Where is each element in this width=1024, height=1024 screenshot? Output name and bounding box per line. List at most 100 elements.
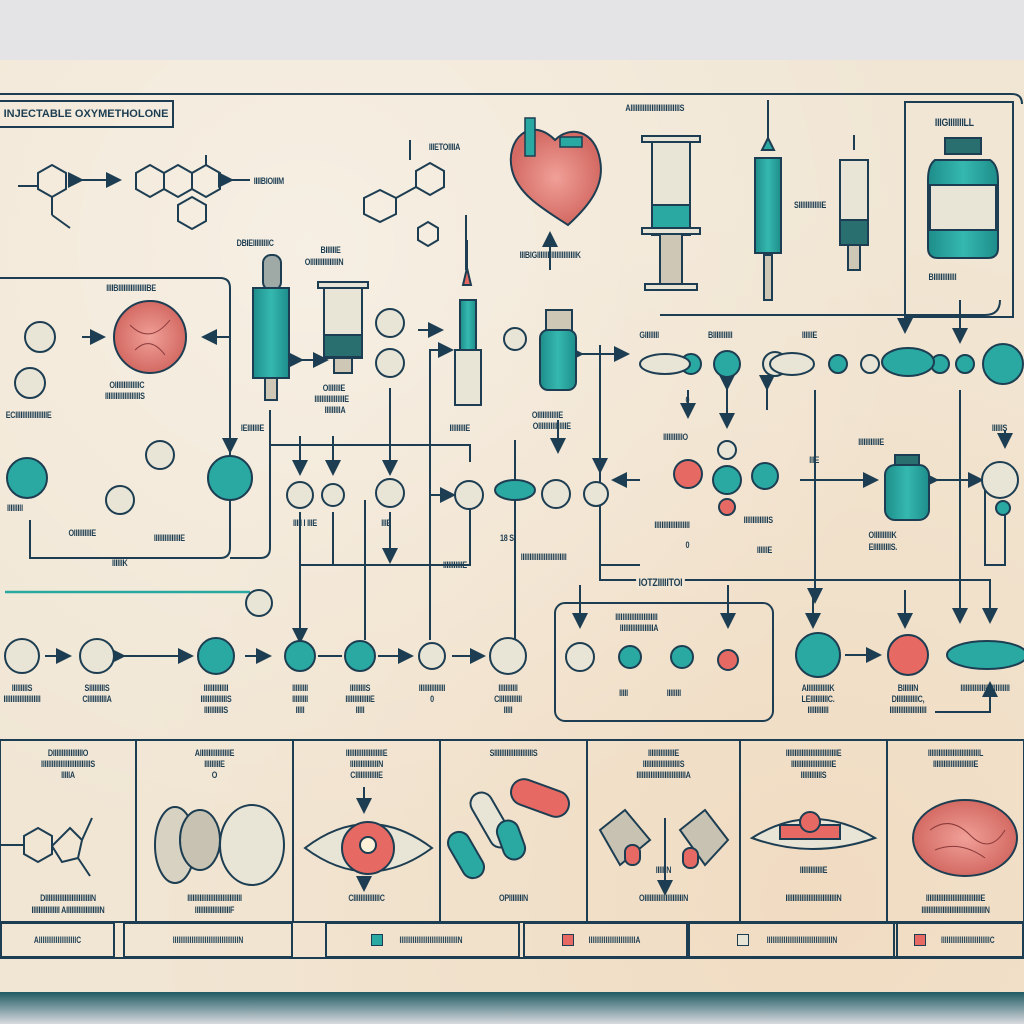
legend-label: IIIIIIIIIIIIIIIIIIIIIIIIIIC bbox=[940, 935, 995, 945]
molecule-2-sublabel: DBIEIIIIIIIIIC bbox=[236, 238, 274, 248]
vial2-label-1: OIIIIIIIIIIIIE bbox=[531, 410, 563, 420]
sequence-node-label: IIIII bbox=[503, 705, 513, 715]
node-circle bbox=[454, 480, 484, 510]
node-circle bbox=[207, 455, 253, 501]
right-node-label: IIIIIIIIIIII bbox=[807, 705, 829, 715]
right-small-label-8: IIIIIIE bbox=[756, 545, 773, 555]
legend-item: IIIIIIIIIIIIIIIIIIIIIIIIIIC bbox=[893, 922, 1024, 958]
sequence-node-label: IIIIIIIIIIIS bbox=[204, 705, 228, 715]
syringe-header: AIIIIIIIIIIIIIIIIIIIIIIIIIIIIS bbox=[625, 103, 685, 113]
bottom-panel-title: IIIIIIIIIIIIIIIIIIIIIIIIIIIIIE bbox=[785, 748, 842, 758]
benzene-ring-icon bbox=[37, 163, 67, 199]
node-circle bbox=[541, 479, 571, 509]
injector-icon-mid bbox=[454, 240, 482, 406]
vial-box bbox=[904, 101, 1014, 318]
sequence-node-label: CIIIIIIIIIIIA bbox=[82, 694, 112, 704]
molecule-2-label: IIIIBIOIIIM bbox=[253, 176, 284, 186]
syringe2-label-2: OIIIIIIIIIIIIIIIIN bbox=[304, 257, 344, 267]
right-node-label: DIIIIIIIIIIIIC, bbox=[891, 694, 925, 704]
heart-icon bbox=[509, 117, 602, 227]
legend-item: AIIIIIIIIIIIIIIIIIIIIC bbox=[0, 922, 115, 958]
legend-label: IIIIIIIIIIIIIIIIIIIIIIIIIIIIIIIN bbox=[399, 935, 463, 945]
bottom-panel-title: AIIIIIIIIIIIIIIIIIE bbox=[194, 748, 235, 758]
sequence-node-label: IIIIIIIIIIIIII bbox=[203, 683, 229, 693]
node-circle bbox=[565, 642, 595, 672]
right-small-label-3: 0 bbox=[685, 540, 690, 550]
right-node-label: LEIIIIIIIIIIC. bbox=[801, 694, 835, 704]
node-circle bbox=[717, 440, 737, 460]
node-circle bbox=[887, 634, 929, 676]
molecule-3-label: IIIETOIIIIA bbox=[428, 142, 461, 152]
bottle-icon-right bbox=[884, 454, 930, 521]
syringe-icon-small bbox=[317, 281, 369, 374]
heart-label: IIIBIGIIIIIIIIIIIIIIIIIIIIIIK bbox=[519, 250, 581, 260]
section-box-title: IOTZIIIIITOI bbox=[636, 578, 685, 589]
bottom-panel-caption: DIIIIIIIIIIIIIIIIIIIIIIIIIIN bbox=[40, 893, 96, 903]
vial-icon-mid bbox=[539, 309, 577, 391]
syringe2-caption-3: IIIIIIIIIA bbox=[324, 405, 346, 415]
right-node-label: IIIIIIIIIIIIIIIIIIIII bbox=[889, 705, 927, 715]
section-box bbox=[554, 602, 774, 722]
sequence-node-label: SIIIIIIIIIS bbox=[84, 683, 110, 693]
bottom-panel-title: SIIIIIIIIIIIIIIIIIIIIIIS bbox=[489, 748, 538, 758]
vial2-label-2: OIIIIIIIIIIIIIIIIE bbox=[532, 421, 571, 431]
section-box-header-1: IIIIIIIIIIIIIIIIIIIIIIII bbox=[615, 612, 658, 622]
node-circle bbox=[751, 462, 779, 490]
pill-shape bbox=[769, 352, 815, 376]
pill-label: IIIIIIIIIIIIIIIE bbox=[153, 533, 185, 543]
sequence-node-label: IIIIIIIII bbox=[292, 683, 308, 693]
vial-box-caption: BIIIIIIIIIIIII bbox=[928, 272, 957, 282]
sequence-node-label: IIIIIIIIIS bbox=[11, 683, 33, 693]
right-small-label-2: 0 bbox=[685, 395, 690, 405]
node-circle bbox=[955, 354, 975, 374]
node-circle bbox=[105, 485, 135, 515]
right-node-label: AIIIIIIIIIIIIIK bbox=[801, 683, 835, 693]
bottle-caption-1: OIIIIIIIIIIK bbox=[868, 530, 897, 540]
pill-shape bbox=[494, 479, 536, 501]
right-node-label: IIIIIIIIIIIIIIIIIIIIIIIIIIII bbox=[960, 683, 1010, 693]
bottom-panel-caption: IIIIIIIIIIIIIIIIIIIIIIIIIIIIIIIIIIIIN bbox=[921, 905, 990, 915]
sequence-node-label: IIIIIIIIIS bbox=[349, 683, 371, 693]
bottom-panel-title: O bbox=[211, 770, 218, 780]
pill-shape bbox=[639, 353, 691, 375]
node-circle bbox=[995, 500, 1011, 516]
sequence-node-label: IIIIIIIIIIIIIIE bbox=[345, 694, 375, 704]
bottom-panel-title: IIIIIIIIIIIIIIIE bbox=[648, 748, 679, 758]
pen-label: IEIIIIIIIE bbox=[240, 423, 265, 433]
brain-label-1: OIIIIIIIIIIIIIIC bbox=[109, 380, 145, 390]
node-circle bbox=[489, 637, 527, 675]
node-circle bbox=[24, 321, 56, 353]
sequence-node-label: IIIIIIIIIIIIIIIS bbox=[200, 694, 232, 704]
sequence-node-label: 0 bbox=[430, 694, 434, 704]
sequence-node-label: IIIIIIIIIIIIIIIIIIIII bbox=[3, 694, 41, 704]
bottom-panel-caption: IIIIIIIIIIIIIIIIIIIIF bbox=[194, 905, 235, 915]
bottom-panel-sub: IIIIIIIIIIIIIE bbox=[799, 865, 828, 875]
bottom-panel-title: IIIIIIIIIIIIIIIIIIIIIE bbox=[345, 748, 388, 758]
brain-label-2: IIIIIIIIIIIIIIIIIIIIS bbox=[104, 391, 145, 401]
bottom-panel-caption: OPIIIIIIIIN bbox=[499, 893, 528, 903]
right-small-label-7: IIIIIIIIIIIIIIIIIIII bbox=[654, 520, 690, 530]
molecule-label: ECIIIIIIIIIIIIIIIIIIE bbox=[5, 410, 52, 420]
bottom-panel-title: IIIIIA bbox=[61, 770, 75, 780]
molecule-ring-icon bbox=[363, 188, 397, 224]
vial-box-title: IIIGIIIIIIILL bbox=[934, 117, 974, 129]
tablet-icons bbox=[154, 804, 285, 886]
bottom-panel-sub: IIIIIIN bbox=[655, 865, 672, 875]
syringe2-caption-2: IIIIIIIIIIIIIIIIIE bbox=[314, 394, 349, 404]
node-circle bbox=[981, 461, 1019, 499]
node-circle bbox=[718, 498, 736, 516]
bottom-panel-caption: CIIIIIIIIIIIIIIIC bbox=[348, 893, 385, 903]
left-icon-label: IIIIIIIII bbox=[6, 503, 23, 513]
bottom-panel-title: IIIIIIIIIIIIIIIIIIIIIIIE bbox=[932, 759, 979, 769]
bottom-molecule-icon bbox=[23, 826, 53, 864]
right-header-2: BIIIIIIIIIII bbox=[708, 330, 733, 340]
bottom-panel-title: IIIIIIIIIIIIIIIIIIIIIIIIIIIIIL bbox=[927, 748, 984, 758]
split-tablet-icons bbox=[598, 808, 730, 869]
sequence-node-label: IIIIIIIIIII bbox=[498, 683, 518, 693]
bottom-panel-caption: IIIIIIIIIIIIIIIIIIIIIIIIIIIIIIIE bbox=[925, 893, 986, 903]
node-circle bbox=[717, 649, 739, 671]
right-header-1: GIIIIIIII bbox=[639, 330, 659, 340]
syringe-icon-large bbox=[641, 135, 701, 291]
bottom-panel-title: IIIIIIIIIIIIS bbox=[800, 770, 827, 780]
